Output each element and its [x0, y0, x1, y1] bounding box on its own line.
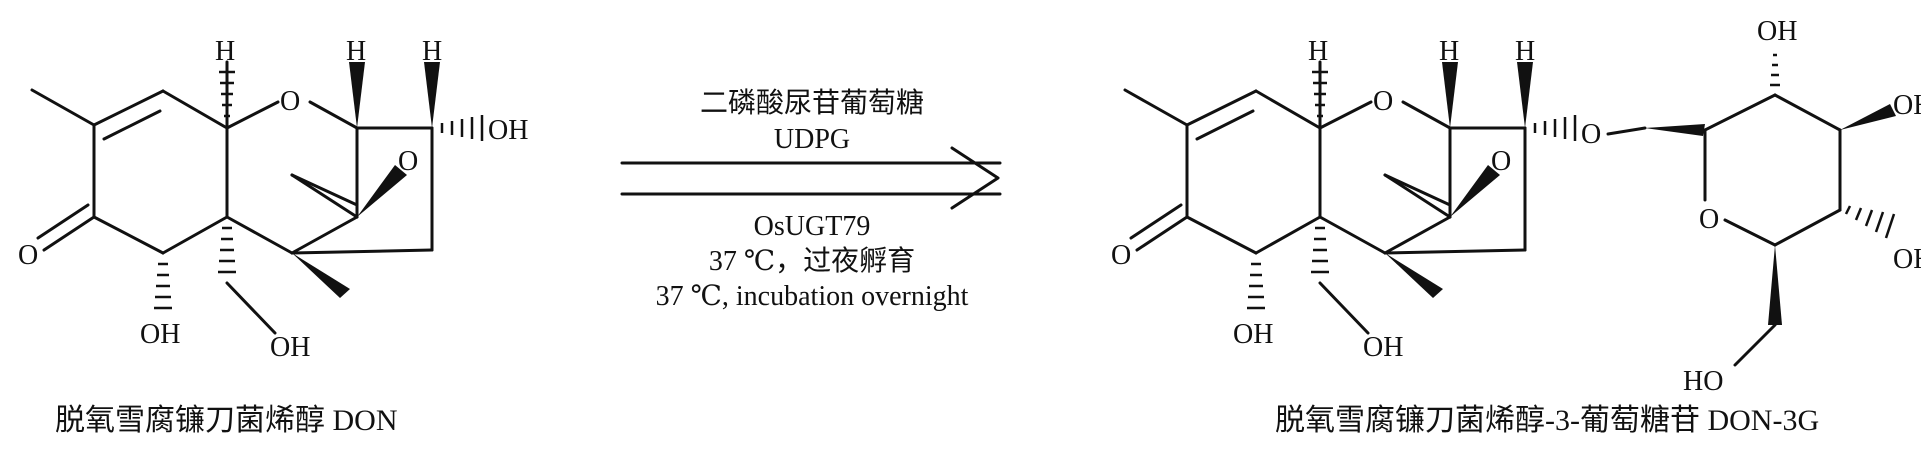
reagent-cn: 二磷酸尿苷葡萄糖 [700, 87, 924, 119]
atom-h1: H [1308, 36, 1328, 67]
reactant-caption: 脱氧雪腐镰刀菌烯醇 DON [55, 404, 398, 437]
atom-glc-oh-right-top: OH [1893, 90, 1921, 121]
atom-o-ring: O [280, 86, 300, 117]
atom-h2: H [1439, 36, 1459, 67]
atom-h1: H [215, 36, 235, 67]
hashed-bond [1533, 115, 1577, 141]
atom-o-epoxide: O [1491, 146, 1511, 177]
atom-oh-right: OH [488, 115, 528, 146]
atom-glc-o-ring: O [1699, 204, 1719, 235]
hashed-bond [1770, 53, 1780, 87]
reaction-arrow: 二磷酸尿苷葡萄糖 UDPG OsUGT79 37 ℃，过夜孵育 37 ℃, in… [620, 87, 1002, 312]
atom-h3: H [1515, 36, 1535, 67]
hashed-bond [1844, 205, 1896, 239]
don-3g-structure: H H H O O O O OH OH OH OH O OH HO [1111, 16, 1921, 397]
enzyme-label: OsUGT79 [754, 211, 871, 242]
atom-o-ring: O [1373, 86, 1393, 117]
atom-o-ketone: O [18, 240, 38, 271]
condition-cn: 37 ℃，过夜孵育 [709, 245, 915, 277]
hashed-bond [1312, 60, 1328, 130]
atom-oh-bottom: OH [140, 319, 180, 350]
atom-o-glyco: O [1581, 119, 1601, 150]
atom-glc-oh-right-bottom: OH [1893, 244, 1921, 275]
atom-glc-ho: HO [1683, 366, 1723, 397]
atom-o-ketone: O [1111, 240, 1131, 271]
atom-glc-oh-top: OH [1757, 16, 1797, 47]
atom-h2: H [346, 36, 366, 67]
hashed-bond [219, 60, 235, 130]
atom-oh-bottom: OH [1233, 319, 1273, 350]
hashed-bond [218, 226, 236, 274]
product-caption: 脱氧雪腐镰刀菌烯醇-3-葡萄糖苷 DON-3G [1275, 404, 1819, 437]
hashed-bond [154, 262, 172, 310]
hashed-bond [440, 115, 484, 141]
atom-oh-ch2: OH [270, 332, 310, 363]
hashed-bond [1247, 262, 1265, 310]
atom-o-epoxide: O [398, 146, 418, 177]
don-structure: H H H O O OH O OH OH 脱氧雪腐镰刀菌烯醇 DON [18, 36, 528, 437]
condition-en: 37 ℃, incubation overnight [656, 281, 969, 312]
hashed-bond [1311, 226, 1329, 274]
atom-oh-ch2: OH [1363, 332, 1403, 363]
atom-h3: H [422, 36, 442, 67]
reagent-abbr: UDPG [774, 124, 850, 155]
